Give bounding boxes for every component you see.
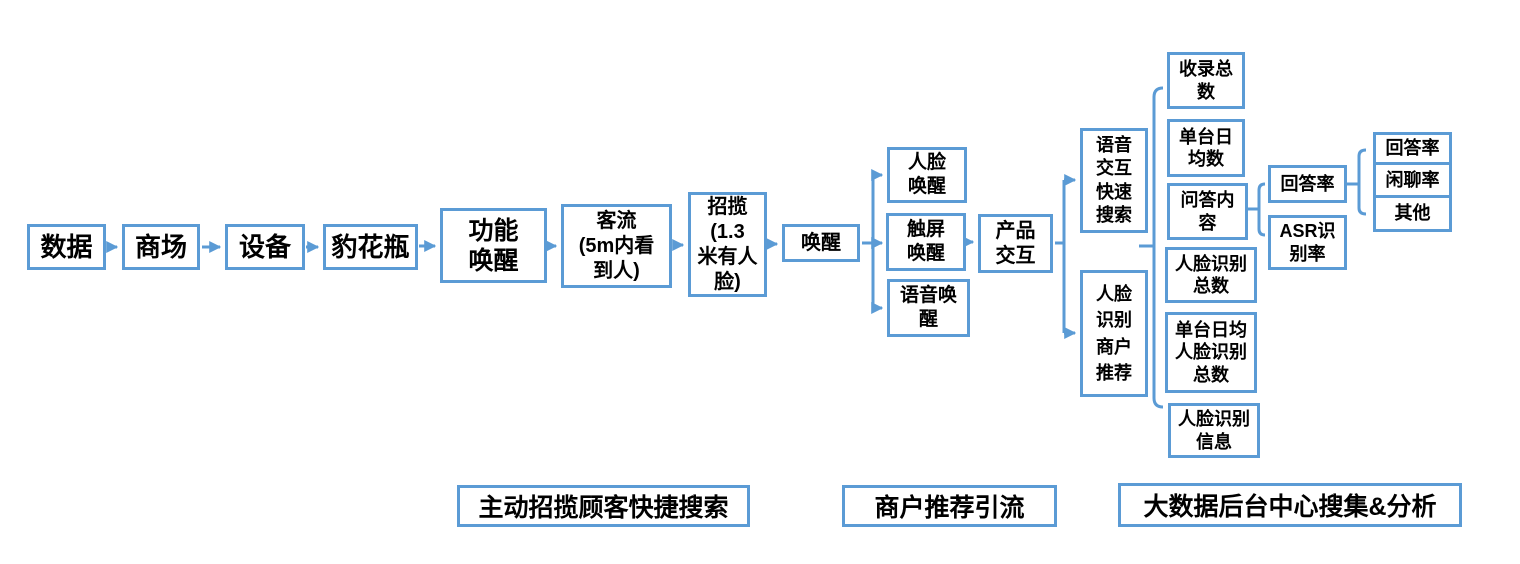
bracket-answers <box>1347 148 1367 216</box>
connector-wake-branch <box>862 175 875 308</box>
stage-label-active-attract-search: 主动招揽顾客快捷搜索 <box>457 485 750 527</box>
stage-label-merchant-recommend: 商户推荐引流 <box>842 485 1057 527</box>
node-daily-avg-per-unit: 单台日 均数 <box>1167 119 1245 177</box>
node-answer-rate-breakdown: 回答率 <box>1373 132 1452 165</box>
node-daily-avg-face-total: 单台日均 人脸识别 总数 <box>1165 312 1257 393</box>
node-data: 数据 <box>27 224 106 270</box>
node-passenger-flow: 客流 (5m内看 到人) <box>561 204 672 288</box>
node-voice-wake: 语音唤 醒 <box>887 279 970 337</box>
node-face-wake: 人脸 唤醒 <box>887 147 967 203</box>
node-face-recognition-total: 人脸识别 总数 <box>1165 247 1257 303</box>
node-mall: 商场 <box>122 224 200 270</box>
node-total-recorded: 收录总 数 <box>1167 52 1245 109</box>
node-product-interaction: 产品 交互 <box>978 214 1053 273</box>
node-function-wake: 功能 唤醒 <box>440 208 547 283</box>
node-device: 设备 <box>225 224 305 270</box>
node-attract: 招揽 (1.3 米有人 脸) <box>688 192 767 297</box>
node-touch-wake: 触屏 唤醒 <box>886 213 966 271</box>
node-wake: 唤醒 <box>782 224 860 262</box>
connector-product-branch <box>1055 180 1066 333</box>
node-other-rate: 其他 <box>1373 195 1452 232</box>
bracket-metrics <box>1139 86 1164 409</box>
node-asr-recognition-rate: ASR识 别率 <box>1268 215 1347 270</box>
node-qa-content: 问答内 容 <box>1167 183 1248 240</box>
node-voice-quick-search: 语音 交互 快速 搜索 <box>1080 128 1148 233</box>
node-leopard-vase: 豹花瓶 <box>323 224 418 270</box>
bracket-qa <box>1248 182 1266 237</box>
stage-label-bigdata-backend: 大数据后台中心搜集&分析 <box>1118 483 1462 527</box>
node-face-merchant-recommend: 人脸 识别 商户 推荐 <box>1080 270 1148 397</box>
node-chitchat-rate: 闲聊率 <box>1373 162 1452 198</box>
node-answer-rate: 回答率 <box>1268 165 1347 203</box>
node-face-recognition-info: 人脸识别 信息 <box>1168 403 1260 458</box>
